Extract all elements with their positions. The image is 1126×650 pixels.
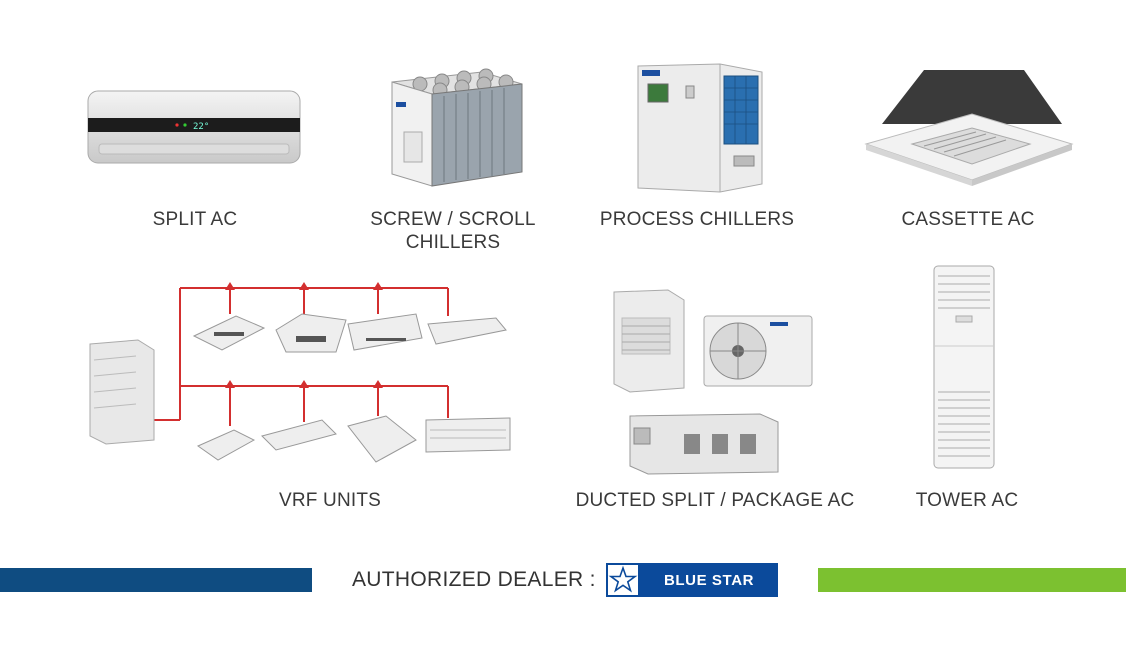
vrf-units-label: VRF UNITS [278,490,382,511]
split-ac-label: SPLIT AC [152,209,238,230]
cassette-ac-image [862,66,1076,188]
tower-ac-label: TOWER AC [915,490,1019,511]
footer-right-bar [818,568,1126,592]
split-ac-image: 22° [85,88,303,166]
process-chillers-label: PROCESS CHILLERS [599,209,795,230]
vrf-units-image [86,280,514,468]
star-icon [606,563,640,597]
screw-scroll-chillers-label: SCREW / SCROLL CHILLERS [370,209,536,253]
cassette-ac-label: CASSETTE AC [901,209,1035,230]
authorized-dealer-text: AUTHORIZED DEALER : [352,568,596,591]
footer-left-bar [0,568,312,592]
ducted-package-image [608,288,818,476]
blue-star-logo: BLUE STAR [606,563,778,597]
split-ac-display: 22° [193,122,209,132]
tower-ac-image [930,262,1000,474]
screw-chiller-image [382,62,528,190]
process-chiller-image [634,60,764,194]
brand-name: BLUE STAR [640,563,778,597]
ducted-package-label: DUCTED SPLIT / PACKAGE AC [575,490,855,511]
